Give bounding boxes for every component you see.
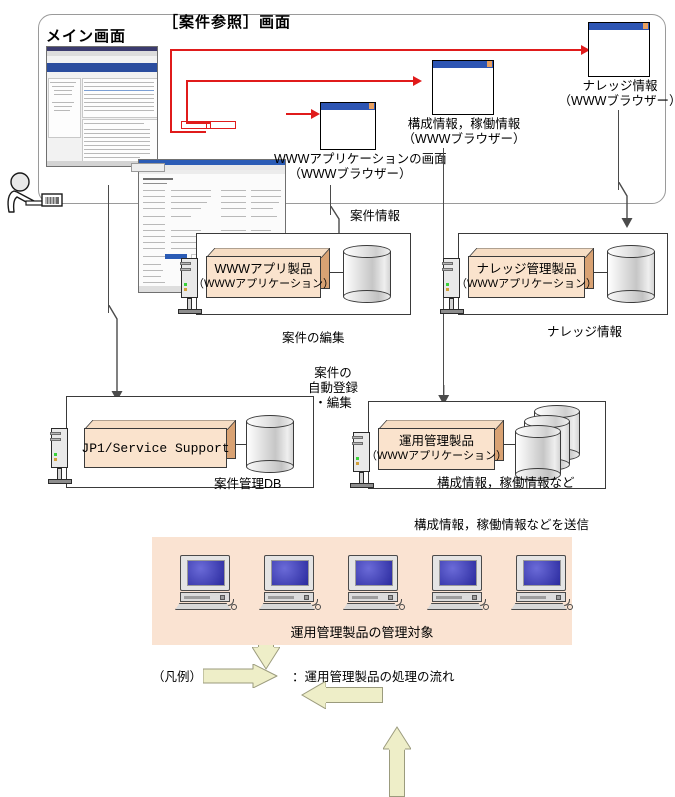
managed-pc-4 <box>427 555 489 611</box>
jp1-server-tower-icon <box>48 428 72 485</box>
jp1-db-label: 案件管理DB <box>214 477 282 491</box>
config-browser-window[interactable] <box>432 60 494 115</box>
knowledge-database-cylinder <box>607 245 655 303</box>
www-app-product-title: WWWアプリ製品 <box>214 262 313 276</box>
webapp-browser-label-line1: WWWアプリケーションの画面 <box>274 152 447 166</box>
www-app-product-subtitle: （WWWアプリケーション） <box>193 278 334 290</box>
managed-pc-2 <box>259 555 321 611</box>
red-highlight-bottom <box>170 131 206 133</box>
label-auto-register-line1: 案件の <box>314 366 352 380</box>
legend-title: （凡例） <box>152 670 203 684</box>
knowledge-db-connector <box>594 272 608 274</box>
knowledge-mgmt-product-subtitle: （WWWアプリケーション） <box>456 278 597 290</box>
main-screen-thumbnail[interactable] <box>46 46 158 167</box>
jp1-db-connector <box>236 444 248 446</box>
label-case-edit: 案件の編集 <box>282 331 345 345</box>
arrow-main-to-jp1 <box>108 305 123 401</box>
webapp-browser-label-line2: （WWWブラウザー） <box>288 167 412 181</box>
www-app-db-connector <box>330 272 344 274</box>
red-arrow-to-webapp-head <box>311 109 320 119</box>
legend-description: ：運用管理製品の処理の流れ <box>292 670 455 684</box>
managed-pc-1 <box>175 555 237 611</box>
www-app-server-tower-icon <box>178 258 202 315</box>
red-highlight2-left <box>186 80 188 124</box>
red-arrow-to-config-line <box>286 80 416 82</box>
ops-mgmt-product-box: 運用管理製品 （WWWアプリケーション） <box>366 420 507 470</box>
www-app-product-box: WWWアプリ製品 （WWWアプリケーション） <box>193 248 334 298</box>
red-arrow-to-config-head <box>413 76 422 86</box>
ops-mgmt-product-subtitle: （WWWアプリケーション） <box>366 450 507 462</box>
red-highlight2-bottom <box>186 122 211 124</box>
managed-pc-3 <box>343 555 405 611</box>
jp1-product-box: JP1/Service Support <box>81 420 236 468</box>
red-highlight2-top <box>186 80 286 82</box>
red-arrow-to-webapp-line <box>286 113 314 115</box>
red-highlight-left <box>170 49 172 133</box>
case-reference-screen-heading: ［案件参照］画面 <box>163 14 292 31</box>
config-browser-label-line1: 構成情報，稼働情報 <box>407 117 521 131</box>
red-highlight-top <box>170 49 286 51</box>
ops-db-label: 構成情報，稼働情報など <box>437 476 575 490</box>
legend-arrow-icon <box>202 663 279 689</box>
taskbar-window-stub <box>131 163 165 172</box>
knowledge-server-tower-icon <box>440 258 464 315</box>
label-send-config: 構成情報，稼働情報などを送信 <box>414 518 590 532</box>
managed-targets-caption: 運用管理製品の管理対象 <box>290 625 434 640</box>
arrow-config-to-ops-head <box>438 385 450 405</box>
red-arrow-to-knowledge-line <box>286 49 584 51</box>
label-auto-register-line2: 自動登録 <box>307 381 358 395</box>
line-webapp-to-app-1 <box>330 185 332 215</box>
knowledge-mgmt-product-box: ナレッジ管理製品 （WWWアプリケーション） <box>456 248 597 298</box>
line-main-to-jp1 <box>108 185 110 313</box>
red-highlight-button-a <box>181 121 211 129</box>
red-highlight-button-b <box>206 121 236 129</box>
knowledge-db-label: ナレッジ情報 <box>547 325 623 339</box>
ops-database-cylinder-1 <box>515 425 561 481</box>
webapp-browser-window[interactable] <box>320 102 376 150</box>
ops-server-tower-icon <box>350 432 374 489</box>
line-knowledge-1 <box>618 110 620 190</box>
red-arrow-to-knowledge-head <box>581 45 590 55</box>
arrow-knowledge-down <box>618 182 633 228</box>
label-auto-register-line3: ・編集 <box>314 396 352 410</box>
www-app-database-cylinder <box>343 245 391 303</box>
knowledge-browser-window[interactable] <box>588 22 650 77</box>
knowledge-browser-label-line1: ナレッジ情報 <box>582 79 658 93</box>
ops-mgmt-product-title: 運用管理製品 <box>398 434 474 448</box>
label-case-info: 案件情報 <box>350 209 401 223</box>
jp1-product-title: JP1/Service Support <box>81 440 230 456</box>
user-person-icon <box>7 172 63 213</box>
managed-pc-5 <box>511 555 573 611</box>
config-browser-label-line2: （WWWブラウザー） <box>402 132 526 146</box>
main-screen-heading: メイン画面 <box>46 28 127 45</box>
knowledge-mgmt-product-title: ナレッジ管理製品 <box>476 262 577 276</box>
ops-db-connector <box>504 444 518 446</box>
jp1-database-cylinder <box>246 415 294 473</box>
knowledge-browser-label-line2: （WWWブラウザー） <box>558 94 675 108</box>
